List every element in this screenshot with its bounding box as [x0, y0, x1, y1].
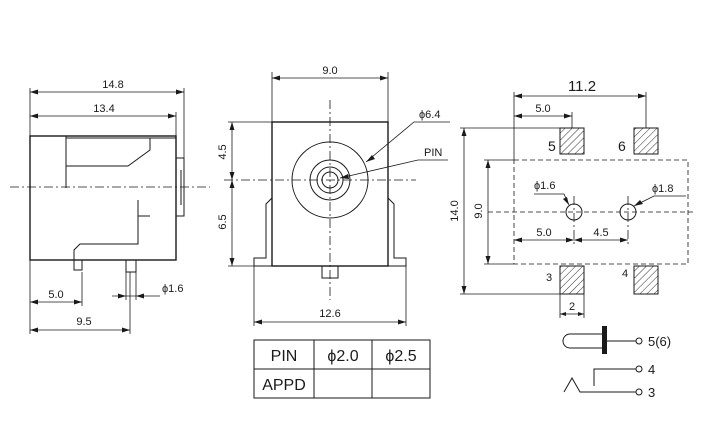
- schematic-switch-4: [593, 368, 636, 386]
- front-pin-label: PIN: [424, 147, 442, 159]
- schematic-label-3: 3: [648, 385, 655, 400]
- footprint-dim-holes-left: 5.0: [536, 227, 551, 239]
- schematic-pin-sleeve: [562, 333, 604, 349]
- side-view: 14.8 13.4 5.0 9.5 ϕ1.6: [10, 79, 210, 334]
- pad-6: [633, 127, 659, 155]
- footprint-dim-holes-right: 4.5: [593, 227, 608, 239]
- front-foot-left: [253, 197, 273, 267]
- pin-table: PIN ϕ2.0 ϕ2.5 APPD: [253, 339, 431, 399]
- schematic-label-4: 4: [648, 362, 655, 377]
- schematic-label-5-6: 5(6): [648, 334, 671, 349]
- pad-label-6: 6: [618, 138, 626, 154]
- pad-label-5: 5: [548, 138, 556, 154]
- table-header-pin: PIN: [271, 348, 298, 365]
- footprint-dim-pad-width: 2: [569, 301, 575, 313]
- front-dim-height-lower: 6.5: [217, 214, 229, 229]
- pad-label-3: 3: [546, 272, 552, 284]
- table-header-2-5: ϕ2.5: [385, 348, 416, 365]
- side-dim-pin-offset: 5.0: [48, 289, 63, 301]
- table-header-2-0: ϕ2.0: [327, 348, 358, 365]
- front-view: 9.0 4.5 6.5 ϕ6.4 PIN 12.6: [217, 65, 450, 326]
- front-dim-outer-dia: ϕ6.4: [419, 109, 440, 121]
- side-dim-pin-dia: ϕ1.6: [162, 283, 183, 295]
- pad-5: [559, 127, 585, 155]
- table-row-label-appd: APPD: [262, 377, 306, 394]
- footprint-hole-right-dia: ϕ1.8: [652, 183, 673, 195]
- footprint-dim-height: 14.0: [449, 200, 461, 221]
- front-dim-width-top: 9.0: [322, 65, 337, 77]
- pad-3: [559, 265, 585, 295]
- schematic-contact-bar: [602, 326, 607, 354]
- side-dim-total-width: 14.8: [102, 79, 123, 91]
- front-dim-base-width: 12.6: [319, 308, 340, 320]
- side-pin-right: [125, 260, 137, 273]
- pad-4: [633, 265, 659, 295]
- schematic-contact-3: [563, 376, 636, 393]
- side-dim-body-width: 13.4: [93, 103, 114, 115]
- footprint-dim-pad-offset: 5.0: [535, 103, 550, 115]
- front-foot-right: [387, 197, 407, 267]
- pad-label-4: 4: [622, 268, 628, 280]
- side-dim-pin-span: 9.5: [76, 316, 91, 328]
- front-dim-height-upper: 4.5: [217, 144, 229, 159]
- footprint-dim-pad-span: 11.2: [568, 78, 596, 95]
- side-body-outline: [29, 135, 177, 261]
- footprint-dim-inner-height: 9.0: [473, 203, 485, 218]
- footprint-hole-left-dia: ϕ1.6: [534, 180, 555, 192]
- schematic-symbol: 5(6) 4 3: [562, 326, 671, 400]
- side-pin-left: [73, 252, 83, 271]
- pcb-footprint: 5 6 3 4 11.2 5.0 14.0 9.0: [449, 78, 696, 318]
